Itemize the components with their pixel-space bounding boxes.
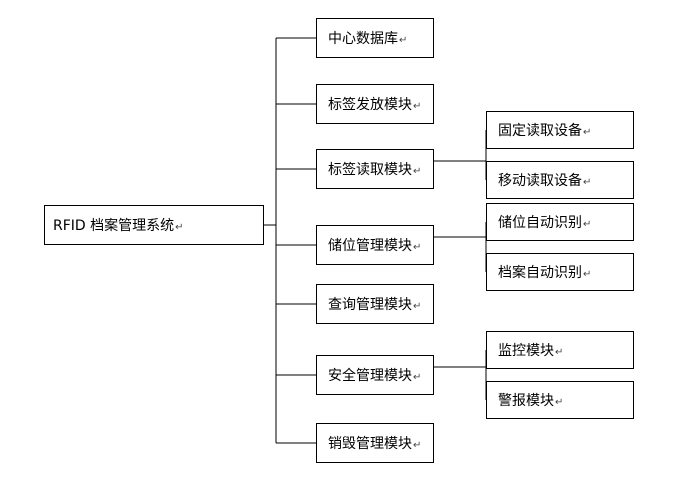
root-node-label: RFID 档案管理系统 xyxy=(53,218,175,234)
return-mark-icon: ↵ xyxy=(413,439,422,451)
node-label: 监控模块 xyxy=(498,343,554,359)
node-label: 安全管理模块 xyxy=(328,368,412,384)
node-label: 储位管理模块 xyxy=(328,238,412,254)
return-mark-icon: ↵ xyxy=(413,371,422,383)
return-mark-icon: ↵ xyxy=(413,165,422,177)
node-security-management-module: 安全管理模块↵ xyxy=(316,355,434,395)
node-query-management-module: 查询管理模块↵ xyxy=(316,284,434,324)
return-mark-icon: ↵ xyxy=(413,300,422,312)
node-label: 标签发放模块 xyxy=(328,97,412,113)
node-archive-auto-id: 档案自动识别↵ xyxy=(486,253,634,291)
node-central-database: 中心数据库↵ xyxy=(316,18,434,58)
node-label: 移动读取设备 xyxy=(498,173,582,189)
node-alarm-module: 警报模块↵ xyxy=(486,381,634,419)
node-storage-auto-id: 储位自动识别↵ xyxy=(486,203,634,241)
return-mark-icon: ↵ xyxy=(413,100,422,112)
node-label: 警报模块 xyxy=(498,393,554,409)
node-label: 固定读取设备 xyxy=(498,123,582,139)
root-node: RFID 档案管理系统↵ xyxy=(44,205,264,245)
return-mark-icon: ↵ xyxy=(555,346,564,358)
return-mark-icon: ↵ xyxy=(175,221,184,233)
return-mark-icon: ↵ xyxy=(583,126,592,138)
node-storage-management-module: 储位管理模块↵ xyxy=(316,225,434,265)
node-label: 档案自动识别 xyxy=(498,265,582,281)
node-label: 中心数据库 xyxy=(328,31,398,47)
return-mark-icon: ↵ xyxy=(399,34,408,46)
node-tag-read-module: 标签读取模块↵ xyxy=(316,149,434,189)
return-mark-icon: ↵ xyxy=(583,218,592,230)
return-mark-icon: ↵ xyxy=(583,176,592,188)
return-mark-icon: ↵ xyxy=(583,268,592,280)
node-label: 销毁管理模块 xyxy=(328,436,412,452)
node-label: 标签读取模块 xyxy=(328,162,412,178)
return-mark-icon: ↵ xyxy=(555,396,564,408)
node-label: 查询管理模块 xyxy=(328,297,412,313)
node-tag-issue-module: 标签发放模块↵ xyxy=(316,84,434,124)
node-destruction-management-module: 销毁管理模块↵ xyxy=(316,423,434,463)
node-fixed-reader: 固定读取设备↵ xyxy=(486,111,634,149)
node-mobile-reader: 移动读取设备↵ xyxy=(486,161,634,199)
node-label: 储位自动识别 xyxy=(498,215,582,231)
node-monitoring-module: 监控模块↵ xyxy=(486,331,634,369)
return-mark-icon: ↵ xyxy=(413,241,422,253)
